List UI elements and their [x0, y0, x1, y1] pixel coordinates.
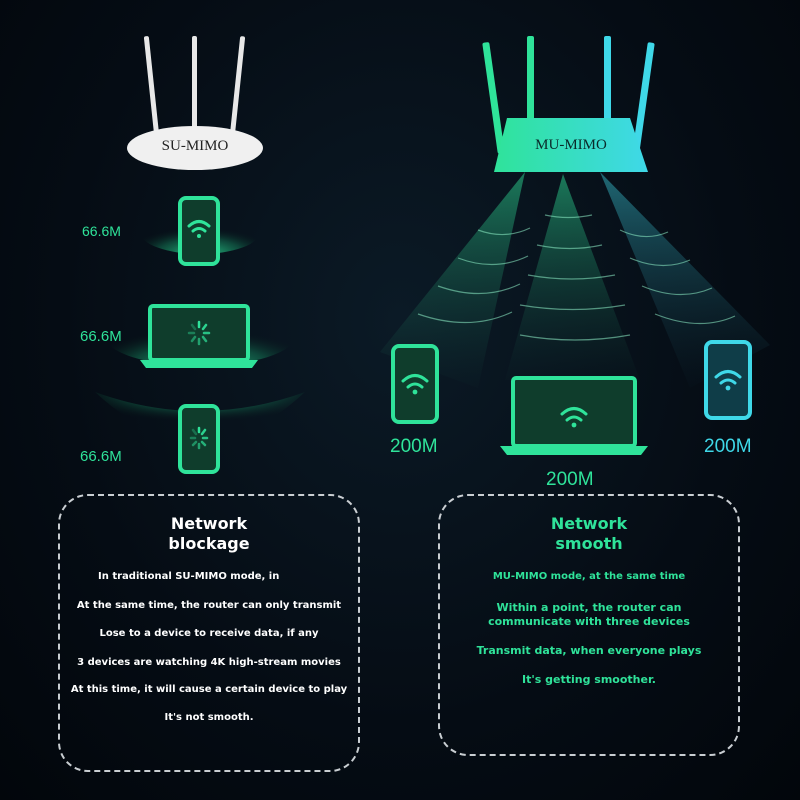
su-mimo-router — [127, 36, 263, 170]
su-mimo-router-label: SU-MIMO — [161, 138, 229, 154]
mu-phone-right — [704, 340, 752, 420]
panel-title-line1: Network — [170, 514, 248, 533]
su-speed-phone-2: 66.6M — [80, 448, 122, 465]
mu-phone-left — [391, 344, 439, 424]
panel-text-line: At the same time, the router can only tr… — [76, 600, 342, 611]
panel-text-line: It's not smooth. — [164, 712, 254, 723]
su-phone-2 — [178, 404, 220, 474]
su-laptop — [140, 304, 258, 368]
panel-title-line2: blockage — [168, 534, 250, 553]
panel-text-line: Transmit data, when everyone plays — [476, 644, 702, 657]
mu-speed-laptop: 200M — [546, 469, 594, 490]
panel-text-line: Within a point, the router can — [496, 601, 682, 614]
panel-text-line: At this time, it will cause a certain de… — [70, 684, 348, 695]
panel-text-line: 3 devices are watching 4K high-stream mo… — [77, 657, 341, 668]
mu-mimo-router — [482, 36, 655, 172]
mu-mimo-router-label: MU-MIMO — [535, 137, 607, 153]
signal-beams — [380, 172, 770, 388]
loading-spinner-icon — [189, 426, 209, 450]
mu-speed-phone-left: 200M — [390, 436, 438, 457]
panel-text-line: It's getting smoother. — [522, 673, 656, 686]
network-smooth-panel: Network smooth MU-MIMO mode, at the same… — [438, 494, 740, 756]
panel-text-line: Lose to a device to receive data, if any — [99, 628, 319, 639]
mu-laptop — [500, 376, 648, 455]
su-speed-laptop: 66.6M — [80, 328, 122, 345]
su-speed-phone-1: 66.6M — [82, 223, 121, 239]
panel-text-line: MU-MIMO mode, at the same time — [492, 571, 686, 582]
mu-speed-phone-right: 200M — [704, 436, 752, 457]
panel-text-line: In traditional SU-MIMO mode, in — [98, 571, 280, 582]
wifi-icon — [187, 220, 211, 238]
panel-text-line: communicate with three devices — [488, 615, 690, 628]
su-phone-1 — [178, 196, 220, 266]
panel-title-line2: smooth — [555, 534, 623, 553]
wifi-icon — [714, 370, 742, 391]
wifi-icon — [401, 374, 429, 395]
network-blockage-panel: Network blockage In traditional SU-MIMO … — [58, 494, 360, 772]
loading-spinner-icon — [187, 320, 211, 346]
wifi-icon — [560, 407, 588, 428]
panel-title-line1: Network — [550, 514, 628, 533]
